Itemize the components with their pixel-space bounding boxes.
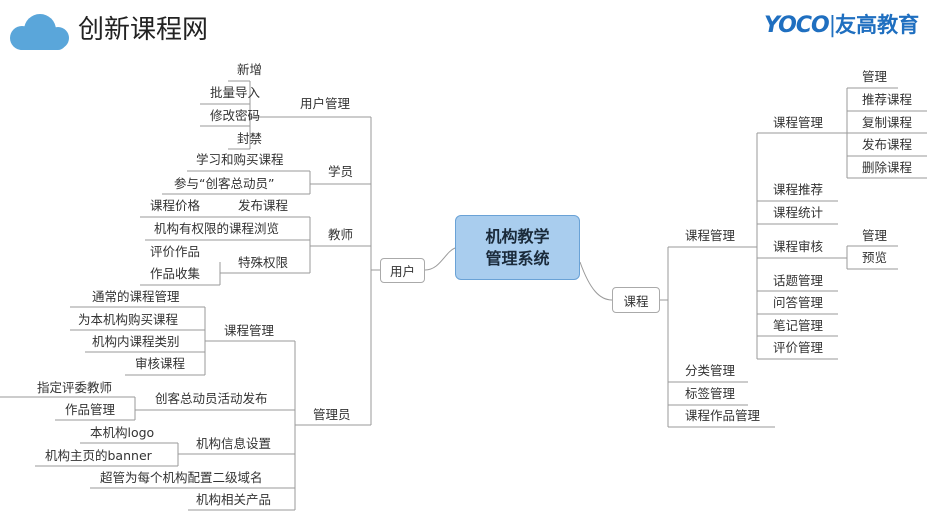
node-leaf[interactable]: 本机构logo (90, 425, 155, 440)
node-leaf[interactable]: 指定评委教师 (37, 380, 113, 395)
node-leaf[interactable]: 机构有权限的课程浏览 (154, 221, 280, 236)
node-course-review[interactable]: 课程审核 (773, 239, 824, 254)
node-leaf[interactable]: 管理 (862, 228, 888, 243)
node-course[interactable]: 课程 (612, 287, 660, 313)
node-course-mgmt[interactable]: 课程管理 (685, 228, 736, 243)
node-leaf[interactable]: 复制课程 (862, 115, 913, 130)
node-leaf[interactable]: 课程价格 (150, 198, 201, 213)
logo-cn: 友高教育 (835, 13, 920, 37)
node-leaf[interactable]: 学习和购买课程 (196, 152, 284, 167)
node-leaf[interactable]: 删除课程 (862, 160, 913, 175)
node-leaf[interactable]: 评价作品 (150, 244, 201, 259)
node-leaf[interactable]: 推荐课程 (862, 92, 913, 107)
node-sub-course-mgmt[interactable]: 课程管理 (773, 115, 824, 130)
node-leaf[interactable]: 话题管理 (773, 273, 824, 288)
node-leaf[interactable]: 批量导入 (210, 85, 261, 100)
node-leaf[interactable]: 机构主页的banner (45, 448, 152, 463)
node-leaf[interactable]: 课程统计 (773, 205, 824, 220)
node-leaf[interactable]: 分类管理 (685, 363, 736, 378)
node-admin-info[interactable]: 机构信息设置 (196, 436, 272, 451)
node-leaf[interactable]: 课程作品管理 (685, 408, 761, 423)
cloud-icon (10, 14, 69, 50)
node-leaf[interactable]: 课程推荐 (773, 182, 824, 197)
node-leaf[interactable]: 问答管理 (773, 295, 824, 310)
node-leaf[interactable]: 评价管理 (773, 340, 824, 355)
node-user-mgmt[interactable]: 用户管理 (300, 96, 351, 111)
node-leaf[interactable]: 通常的课程管理 (92, 289, 180, 304)
node-leaf[interactable]: 作品管理 (65, 402, 116, 417)
node-leaf[interactable]: 修改密码 (210, 108, 261, 123)
node-admin[interactable]: 管理员 (313, 407, 351, 422)
node-user[interactable]: 用户 (380, 258, 425, 283)
node-leaf[interactable]: 发布课程 (862, 137, 913, 152)
node-leaf[interactable]: 笔记管理 (773, 318, 824, 333)
node-leaf[interactable]: 管理 (862, 69, 888, 84)
yoco-logo: YOCO|友高教育 (764, 13, 920, 38)
node-teacher[interactable]: 教师 (328, 227, 354, 242)
site-title: 创新课程网 (78, 15, 209, 45)
node-leaf[interactable]: 特殊权限 (238, 255, 289, 270)
central-node[interactable]: 机构教学 管理系统 (455, 215, 580, 280)
node-leaf[interactable]: 预览 (862, 250, 888, 265)
node-leaf[interactable]: 发布课程 (238, 198, 289, 213)
node-admin-course[interactable]: 课程管理 (224, 323, 275, 338)
node-leaf[interactable]: 为本机构购买课程 (78, 312, 179, 327)
central-node-line2: 管理系统 (485, 248, 550, 268)
node-leaf[interactable]: 超管为每个机构配置二级域名 (100, 470, 263, 485)
node-leaf[interactable]: 审核课程 (135, 356, 186, 371)
node-leaf[interactable]: 参与“创客总动员” (174, 176, 275, 191)
central-node-line1: 机构教学 (485, 226, 550, 246)
node-leaf[interactable]: 新增 (237, 62, 263, 77)
node-leaf[interactable]: 机构相关产品 (196, 492, 272, 507)
node-student[interactable]: 学员 (328, 164, 354, 179)
logo-text: YOCO (764, 13, 830, 38)
node-admin-event[interactable]: 创客总动员活动发布 (155, 391, 268, 406)
node-leaf[interactable]: 标签管理 (685, 386, 736, 401)
node-leaf[interactable]: 机构内课程类别 (92, 334, 180, 349)
node-leaf[interactable]: 封禁 (237, 131, 263, 146)
node-leaf[interactable]: 作品收集 (150, 266, 201, 281)
